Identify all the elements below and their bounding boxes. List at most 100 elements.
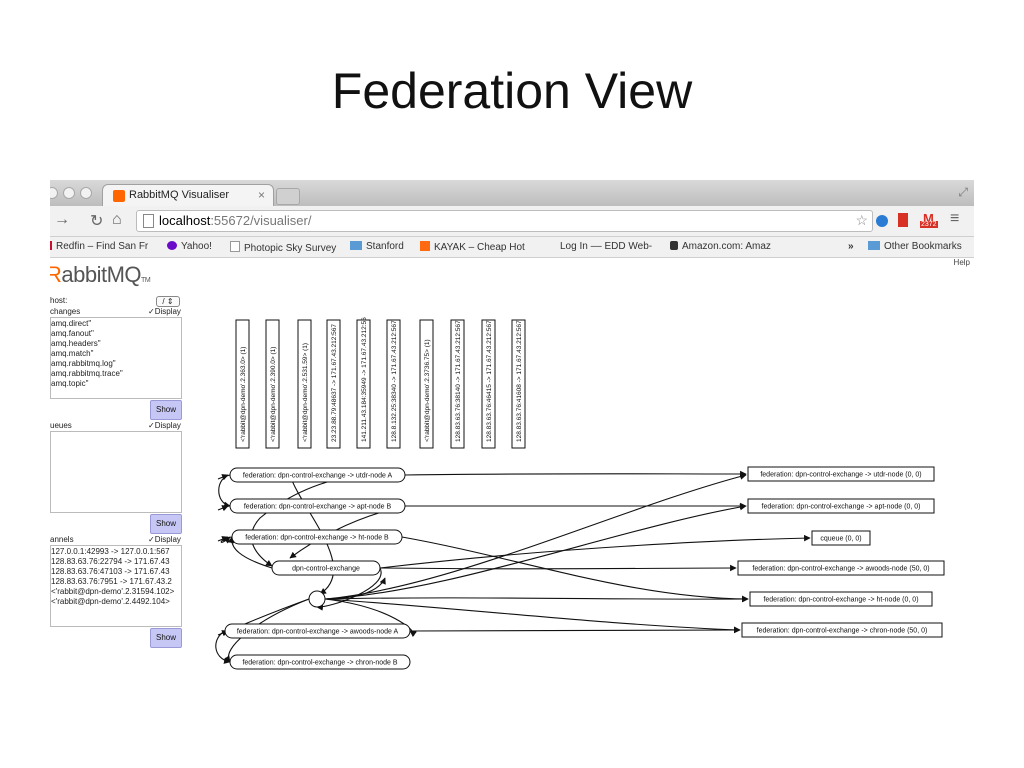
queue-node[interactable]: federation: dpn-control-exchange -> awoo… [737,560,945,576]
channel-node[interactable]: 23.23.88.79:48637 -> 171.67.43.212:567 [326,319,341,449]
channel-label: <'rabbit@dpn-demo'.2.3736.75> (1) [424,339,431,442]
exchange-label: federation: dpn-control-exchange -> awoo… [237,629,399,636]
other-bookmarks[interactable]: Other Bookmarks [868,241,962,252]
channel-label: 141.211.43.184:35949 -> 171.67.43.212:56 [361,317,368,442]
bookmark-amazon[interactable]: Amazon.com: Amaz [670,241,771,252]
binding-edge [316,567,382,611]
channel-node[interactable]: <'rabbit@dpn-demo'.2.363.0> (1) [235,319,250,449]
exchange-node[interactable]: federation: dpn-control-exchange -> chro… [229,654,411,670]
list-item[interactable]: amq.match" [51,349,94,358]
channel-label: <'rabbit@dpn-demo'.2.531.59> (1) [302,343,309,442]
queues-display-checkbox[interactable]: ✓Display [148,421,181,430]
queue-label: federation: dpn-control-exchange -> chro… [757,628,928,635]
binding-edge [218,474,231,509]
list-item[interactable]: amq.fanout" [51,329,94,338]
browser-window: RabbitMQ Visualiser × ⤢ → ↻ ⌂ localhost:… [50,180,974,680]
exchange-node[interactable]: federation: dpn-control-exchange -> awoo… [224,623,411,639]
bookmark-photopic[interactable]: Photopic Sky Survey [230,241,336,254]
channel-node[interactable]: <'rabbit@dpn-demo'.2.3736.75> (1) [419,319,434,449]
list-item[interactable]: amq.headers" [51,339,101,348]
list-item[interactable]: 128.83.63.76:22794 -> 171.67.43 [51,557,170,566]
channels-show-button[interactable]: Show [150,628,182,648]
tab-close-icon[interactable]: × [257,188,265,202]
home-icon[interactable]: ⌂ [112,211,122,228]
queue-node[interactable]: federation: dpn-control-exchange -> apt-… [747,498,935,514]
list-item[interactable]: <'rabbit@dpn-demo'.2.4492.104> [51,597,170,606]
menu-icon[interactable]: ≡ [950,210,960,227]
binding-edge [251,473,406,567]
bookmark-stanford[interactable]: Stanford [350,241,404,252]
bookmark-star-icon[interactable]: ☆ [855,212,868,228]
channels-list[interactable]: 127.0.0.1:42993 -> 127.0.0.1:567 128.83.… [50,545,182,627]
url-text: localhost:55672/visualiser/ [159,213,311,228]
address-bar[interactable]: localhost:55672/visualiser/ ☆ [136,210,873,232]
list-item[interactable]: amq.rabbitmq.trace" [51,369,123,378]
channel-node[interactable]: <'rabbit@dpn-demo'.2.390.0> (1) [265,319,280,449]
vhost-select[interactable]: / ⇕ [156,296,180,307]
amazon-icon [670,241,678,250]
bookmark-extension-icon[interactable] [898,213,908,227]
exchanges-show-button[interactable]: Show [150,400,182,420]
list-item[interactable]: 128.83.63.76:7951 -> 171.67.43.2 [51,577,172,586]
list-item[interactable]: amq.direct" [51,319,92,328]
tab-rabbitmq-visualiser[interactable]: RabbitMQ Visualiser × [102,184,274,207]
list-item[interactable]: amq.topic" [51,379,89,388]
exchange-node[interactable]: federation: dpn-control-exchange -> apt-… [229,498,406,514]
bookmark-redfin[interactable]: Redfin – Find San Fr [50,241,148,252]
exchanges-list[interactable]: amq.direct" amq.fanout" amq.headers" amq… [50,317,182,399]
list-item[interactable]: 128.83.63.76:47103 -> 171.67.43 [51,567,170,576]
queue-node[interactable]: federation: dpn-control-exchange -> utdr… [747,466,935,482]
bookmark-yahoo[interactable]: Yahoo! [167,241,212,252]
zoom-window-button[interactable] [80,187,92,199]
bookmark-kayak[interactable]: KAYAK – Cheap Hot [420,241,525,253]
channel-node[interactable]: 128.83.63.76:46415 -> 171.67.43.212:567 [481,319,496,449]
redfin-icon [50,241,52,250]
browser-toolbar: → ↻ ⌂ localhost:55672/visualiser/ ☆ M 23… [50,206,974,237]
binding-edge [379,564,737,572]
folder-icon [868,241,880,250]
list-item[interactable]: <'rabbit@dpn-demo'.2.31594.102> [51,587,175,596]
channel-node[interactable]: 128.83.63.76:41608 -> 171.67.43.212:567 [511,319,526,449]
binding-edge [324,598,417,638]
page-icon [230,241,240,252]
channel-node[interactable]: 128.83.63.76:38140 -> 171.67.43.212:567 [450,319,465,449]
exchange-node[interactable]: dpn-control-exchange [271,560,381,576]
channel-node[interactable]: 128.8.132.25:38340 -> 171.67.43.212:567 [386,319,401,449]
queue-node[interactable]: federation: dpn-control-exchange -> ht-n… [749,591,933,607]
list-item[interactable]: 127.0.0.1:42993 -> 127.0.0.1:567 [51,547,170,556]
exchanges-display-checkbox[interactable]: ✓Display [148,307,181,316]
slide-title: Federation View [331,63,693,119]
bookmark-edd[interactable]: Log In –– EDD Web- [560,241,653,252]
close-window-button[interactable] [50,187,58,199]
channel-node[interactable]: 141.211.43.184:35949 -> 171.67.43.212:56 [356,317,371,449]
queue-label: cqueue (0, 0) [820,536,861,543]
folder-icon [350,241,362,250]
new-tab-button[interactable] [276,188,300,205]
channel-nodes: <'rabbit@dpn-demo'.2.363.0> (1) <'rabbit@… [235,317,526,449]
reload-icon[interactable]: ↻ [90,213,104,230]
gmail-icon[interactable]: M 2372 [920,211,938,228]
help-link[interactable]: Help [953,258,970,267]
exchange-node[interactable]: federation: dpn-control-exchange -> ht-n… [231,529,403,545]
queue-node[interactable]: federation: dpn-control-exchange -> chro… [741,622,943,638]
channel-node[interactable]: <'rabbit@dpn-demo'.2.531.59> (1) [297,319,312,449]
exchange-label: dpn-control-exchange [292,566,360,573]
binding-edge [324,503,747,600]
fullscreen-icon[interactable]: ⤢ [958,185,968,199]
binding-edge [324,473,747,600]
exchange-node[interactable]: federation: dpn-control-exchange -> utdr… [229,467,406,483]
queues-show-button[interactable]: Show [150,514,182,534]
binding-node[interactable] [308,590,326,608]
list-item[interactable]: amq.rabbitmq.log" [51,359,116,368]
binding-edge [324,595,749,603]
forward-arrow-icon[interactable]: → [54,211,70,228]
channel-label: 128.83.63.76:38140 -> 171.67.43.212:567 [455,320,462,442]
queues-list[interactable] [50,431,182,513]
channels-display-checkbox[interactable]: ✓Display [148,535,181,544]
minimize-window-button[interactable] [63,187,75,199]
queue-node[interactable]: cqueue (0, 0) [811,530,871,546]
bookmarks-overflow-chevron[interactable]: » [848,241,854,252]
vhost-label: host: [50,296,68,305]
federation-graph[interactable]: <'rabbit@dpn-demo'.2.363.0> (1) <'rabbit@… [200,308,960,678]
extension-icon[interactable] [876,215,888,227]
